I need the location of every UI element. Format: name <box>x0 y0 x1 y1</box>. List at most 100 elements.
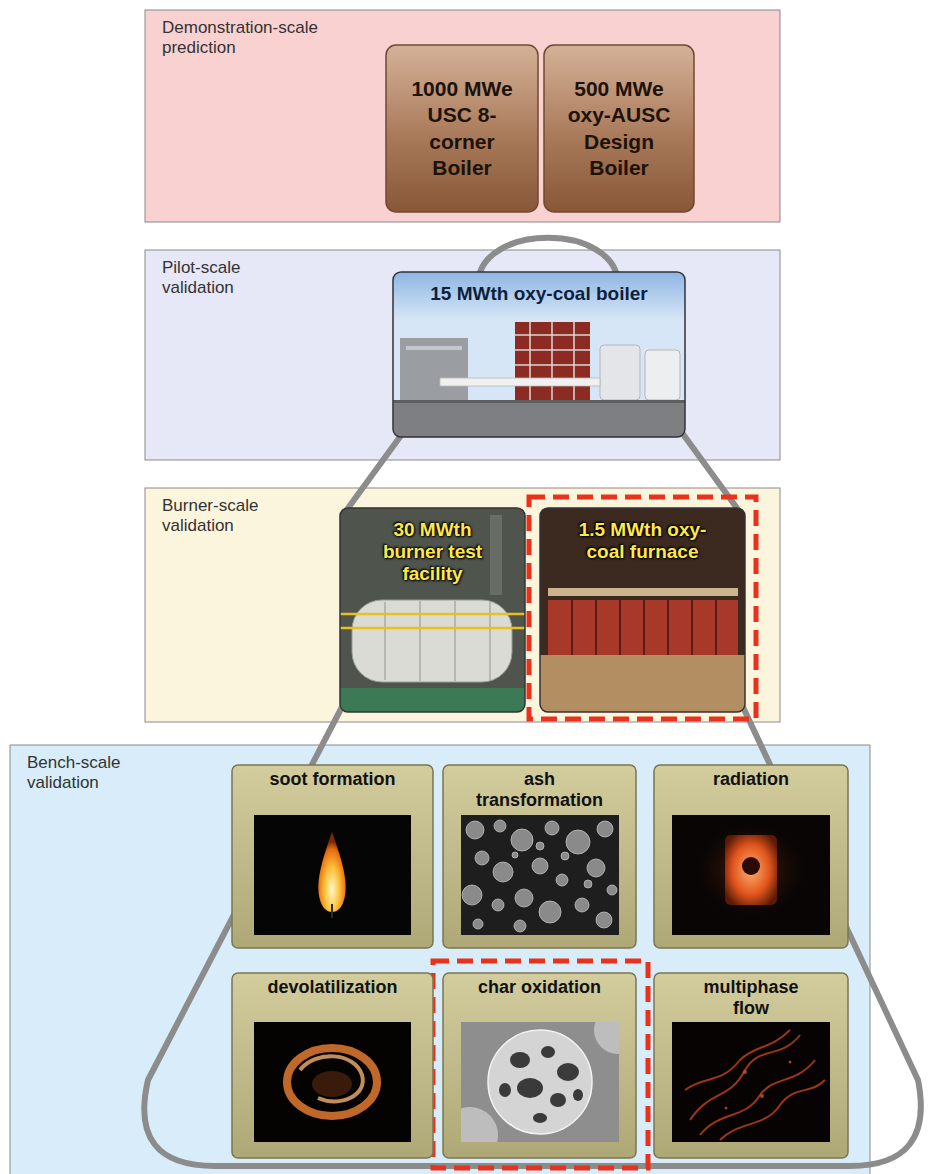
boiler-box-fill <box>386 45 538 212</box>
radiation-image-part <box>725 835 777 905</box>
ash-particles-image-part-part <box>561 852 569 860</box>
boiler-boxes <box>386 45 694 212</box>
multiphase-flow-image-part <box>685 1030 825 1140</box>
pilot-photo <box>393 272 685 437</box>
boiler-label: 1000 MWe USC 8-corner Boiler <box>406 76 518 181</box>
dashed-frame <box>529 497 756 719</box>
ash-particles-image-part-part <box>545 821 559 835</box>
candle-flame-image-part <box>254 815 411 935</box>
multiphase-flow-image-part-part <box>720 1080 825 1140</box>
band-label: Pilot-scale validation <box>162 258 287 299</box>
ash-particles-image-part <box>462 820 617 932</box>
pilot-photo-part <box>393 272 685 437</box>
burner-photo <box>340 508 525 712</box>
process-box: radiation <box>654 765 848 948</box>
bench-band <box>10 745 870 1174</box>
process-label: devolatilization <box>258 977 408 998</box>
scale-band: Bench-scale validation soot formation ash … <box>10 745 870 1174</box>
char-particle-image-part-part <box>499 1083 511 1097</box>
candle-flame-image <box>254 815 411 935</box>
burner-band <box>145 488 780 722</box>
bench-box-fill <box>232 765 433 948</box>
band-label: Bench-scale validation <box>27 753 152 794</box>
radiation-image-part <box>691 818 811 922</box>
multiphase-flow-image-part-part <box>725 1107 728 1110</box>
pilot-photo-part <box>645 350 680 400</box>
facility-box: 30 MWth burner test facility <box>340 508 525 712</box>
ash-particles-image-part-part <box>575 898 589 912</box>
radiation-image-part <box>742 857 760 875</box>
bench-box-fill <box>232 973 433 1158</box>
multiphase-flow-image-part-part <box>789 1061 792 1064</box>
bench-boxes <box>232 765 848 1158</box>
ash-particles-image <box>461 815 619 935</box>
candle-flame-image-part <box>318 832 345 912</box>
ash-particles-image-part-part <box>462 885 482 905</box>
char-particle-image <box>461 1022 619 1142</box>
ash-particles-image-part-part <box>587 859 605 877</box>
bench-box-fill <box>654 765 848 948</box>
ash-particles-image-part-part <box>493 862 513 882</box>
facility-label: 15 MWth oxy-coal boiler <box>404 283 674 305</box>
multiphase-flow-image-part-part <box>690 1035 800 1120</box>
multiphase-flow-image-part <box>672 1022 830 1142</box>
furnace-photo-part <box>572 600 716 655</box>
char-particle-image-part-part <box>517 1078 543 1098</box>
pilot-photo-part <box>400 338 468 400</box>
boiler-box-fill <box>544 45 694 212</box>
furnace-photo-part <box>548 588 738 596</box>
char-particle-image-part-part <box>533 1113 547 1123</box>
ash-particles-image-part-part <box>556 874 568 886</box>
furnace-photo <box>540 508 745 712</box>
process-label: char oxidation <box>465 977 615 998</box>
ash-particles-image-part-part <box>532 858 548 874</box>
devolatilization-image-part <box>300 1056 363 1101</box>
ash-particles-image-part-part <box>597 821 613 837</box>
burner-photo-border <box>340 508 525 712</box>
bench-box-fill <box>654 973 848 1158</box>
multiphase-flow-image-part-part <box>743 1070 747 1074</box>
furnace-photo-part <box>540 655 745 712</box>
burner-photo-part <box>340 688 525 712</box>
furnace-photo-border <box>540 508 745 712</box>
furnace-photo-part <box>548 600 738 655</box>
devolatilization-image <box>254 1022 411 1142</box>
process-label: ash transformation <box>465 769 615 810</box>
multiphase-flow-image-part-part <box>760 1094 764 1098</box>
ash-particles-image-part-part <box>536 842 544 850</box>
multiphase-flow-image-part-part <box>700 1060 815 1135</box>
process-box: char oxidation <box>443 973 636 1158</box>
pilot-photo-part <box>600 345 640 400</box>
char-particle-image-part <box>488 1030 592 1134</box>
pilot-photo-part <box>393 400 685 437</box>
devolatilization-image-part <box>312 1071 352 1097</box>
char-particle-image-part <box>461 1107 498 1142</box>
process-box: soot formation <box>232 765 433 948</box>
pilot-photo-border <box>393 272 685 437</box>
pilot-photo-part <box>515 322 590 400</box>
pilot-photo-part <box>393 272 685 320</box>
funnel-body <box>144 430 921 1166</box>
ash-particles-image-part <box>461 815 619 935</box>
facility-box: 1.5 MWth oxy-coal furnace <box>540 508 745 712</box>
burner-photo-part <box>340 614 525 628</box>
scale-band: Pilot-scale validation 15 MWth oxy-coal b… <box>145 250 780 460</box>
scale-band: Burner-scale validation30 MWth burner te… <box>145 488 780 722</box>
bench-box-fill <box>443 765 636 948</box>
furnace-photo-part <box>540 508 745 712</box>
ash-particles-image-part-part <box>514 920 526 932</box>
char-particle-image-part-part <box>510 1052 530 1068</box>
devolatilization-image-part <box>254 1022 411 1142</box>
ash-particles-image-part-part <box>539 901 561 923</box>
devolatilization-image-part <box>287 1048 377 1116</box>
facility-label: 1.5 MWth oxy-coal furnace <box>568 519 718 563</box>
char-particle-image-part-part <box>573 1089 583 1101</box>
ash-particles-image-part-part <box>511 829 533 851</box>
ash-particles-image-part-part <box>494 820 506 832</box>
multiphase-flow-image <box>672 1022 830 1142</box>
ash-particles-image-part-part <box>466 821 484 839</box>
ash-particles-image-part-part <box>473 919 483 929</box>
ash-particles-image-part-part <box>566 830 590 854</box>
pilot-photo-part <box>393 400 685 403</box>
